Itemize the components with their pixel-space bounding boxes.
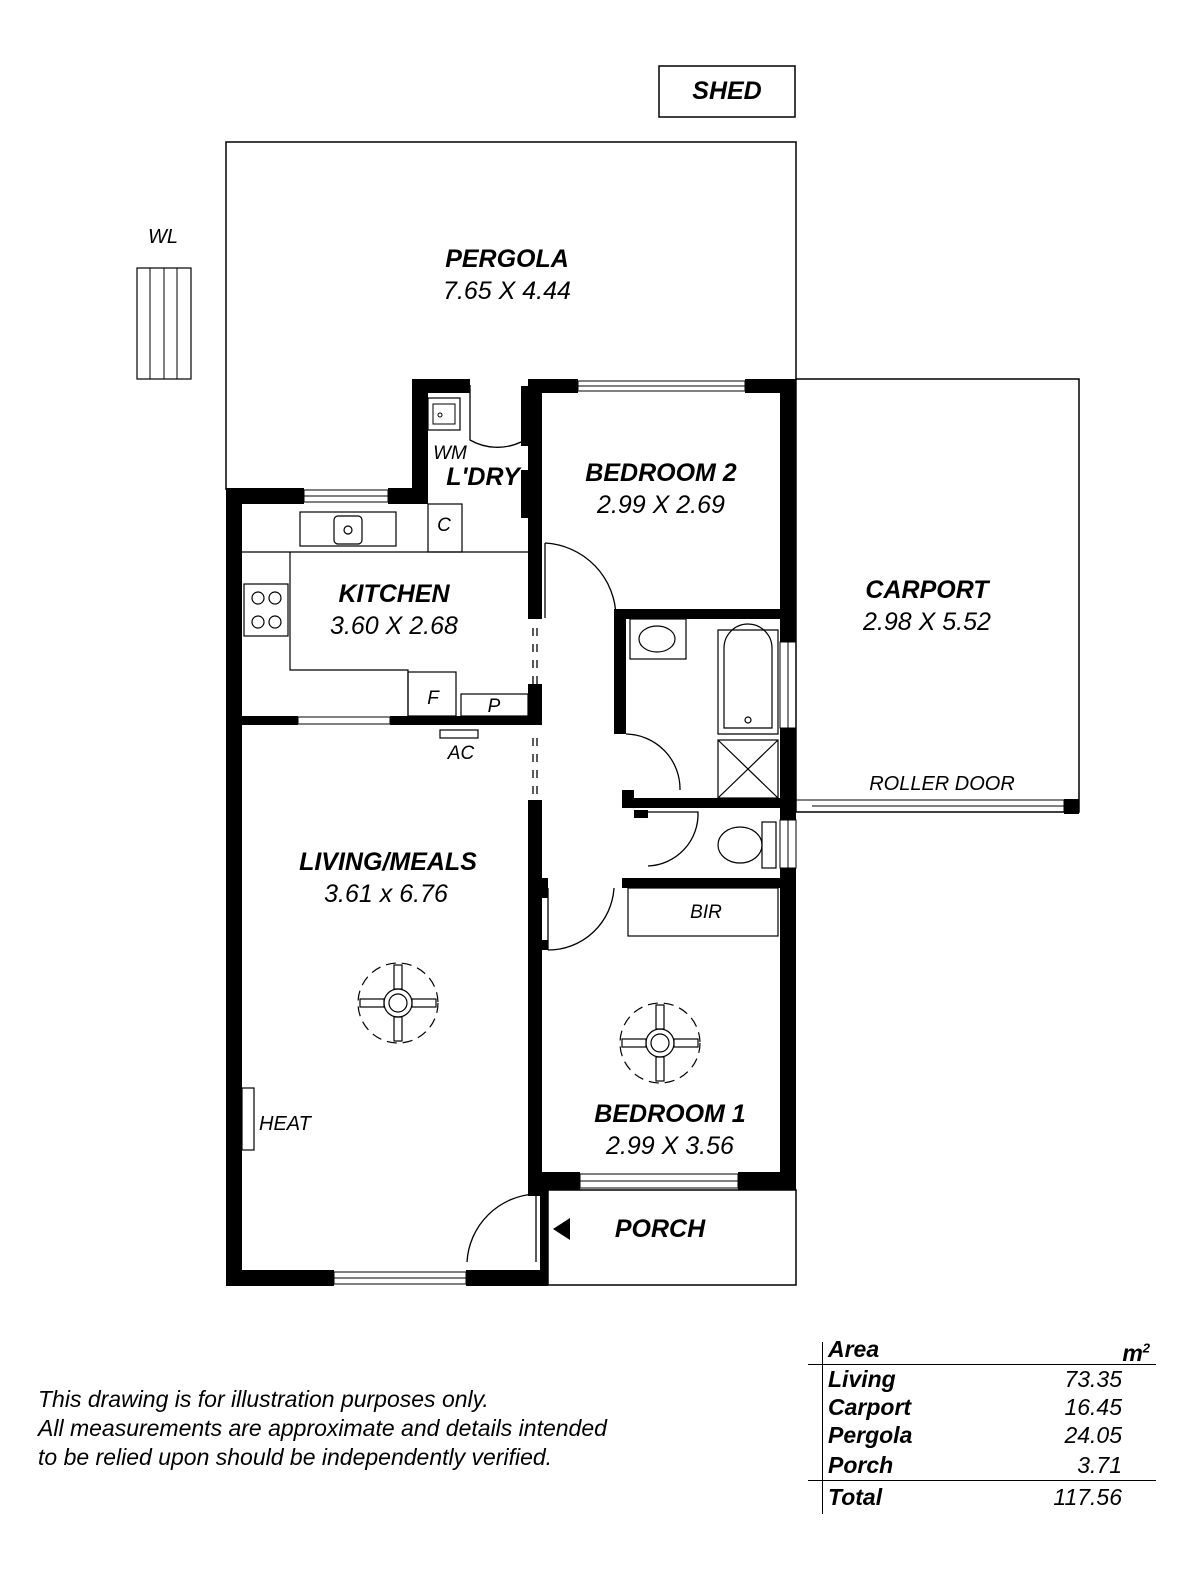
disclaimer-line: All measurements are approximate and det… (38, 1415, 607, 1441)
ac-label: AC (447, 743, 475, 764)
shed-box (658, 65, 796, 118)
kitchen-label: KITCHEN (338, 580, 450, 608)
disclaimer-line: to be relied upon should be independentl… (38, 1444, 553, 1470)
bedroom2-dims: 2.99 X 2.69 (596, 491, 725, 519)
disclaimer-line: This drawing is for illustration purpose… (38, 1386, 489, 1412)
floor-plan: SHED (136, 65, 1080, 1286)
bir-label: BIR (690, 902, 722, 923)
bathroom-fixtures (627, 618, 779, 937)
laundry-tub (427, 397, 461, 431)
disclaimer: This drawing is for illustration purpose… (38, 1385, 738, 1472)
kitchen-benches (242, 503, 529, 739)
carport-post (1064, 799, 1079, 814)
kitchen-dims: 3.60 X 2.68 (330, 612, 458, 640)
carport-label: CARPORT (865, 576, 991, 604)
bedroom1-dims: 2.99 X 3.56 (605, 1132, 734, 1160)
shed-label: SHED (692, 77, 761, 105)
f-label: F (427, 688, 440, 709)
wm-label: WM (433, 443, 467, 464)
bedroom1-label: BEDROOM 1 (594, 1100, 745, 1128)
c-label: C (437, 515, 451, 536)
living-dims: 3.61 x 6.76 (324, 880, 448, 908)
entry-arrow-icon (553, 1218, 570, 1240)
windows (297, 380, 797, 1285)
heater (241, 1087, 255, 1151)
area-header: Area (828, 1336, 880, 1362)
laundry-label: L'DRY (446, 463, 522, 491)
walls (226, 379, 796, 1286)
p-label: P (488, 696, 501, 717)
pergola-dims: 7.65 X 4.44 (443, 277, 571, 305)
ceiling-fan-icon (357, 962, 439, 1044)
pergola-label: PERGOLA (445, 245, 569, 273)
doors (466, 385, 699, 1263)
bedroom2-label: BEDROOM 2 (585, 459, 737, 487)
porch-label: PORCH (615, 1215, 706, 1243)
heat-label: HEAT (259, 1113, 313, 1135)
area-unit: m2 (1122, 1340, 1150, 1366)
pergola-outline (225, 141, 797, 490)
roller-door-label: ROLLER DOOR (869, 773, 1015, 795)
living-label: LIVING/MEALS (299, 848, 477, 876)
carport-dims: 2.98 X 5.52 (862, 608, 991, 636)
wl-label: WL (148, 226, 178, 248)
ceiling-fan-icon (619, 1002, 701, 1084)
